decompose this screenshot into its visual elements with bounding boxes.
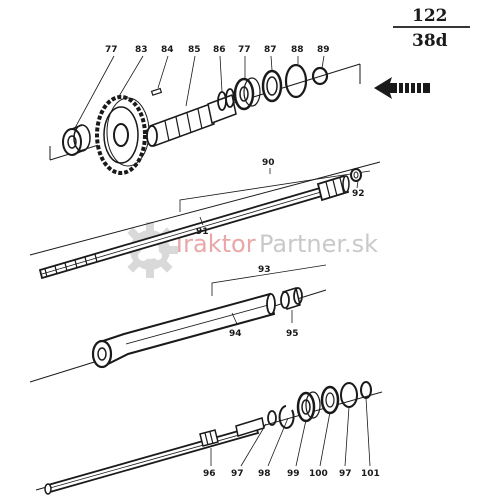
callout-77-right: 77 xyxy=(238,45,251,55)
row-gear-assembly xyxy=(49,63,361,175)
sleeve-95 xyxy=(280,287,303,310)
callout-101: 101 xyxy=(361,469,380,479)
shaft-96 xyxy=(44,417,265,495)
sleeve-86 xyxy=(207,88,237,125)
gear-83 xyxy=(95,95,150,175)
row-tube-93 xyxy=(29,264,327,383)
callout-88: 88 xyxy=(291,45,304,55)
leaders-row-1 xyxy=(74,55,325,129)
watermark: Traktor Partner.sk xyxy=(122,222,378,278)
callout-100: 100 xyxy=(309,469,328,479)
callout-86: 86 xyxy=(213,45,226,55)
ring-97-left xyxy=(267,410,277,426)
leaders-row-2 xyxy=(199,168,359,226)
callout-85: 85 xyxy=(188,45,201,55)
callout-77: 77 xyxy=(105,45,118,55)
callout-83: 83 xyxy=(135,45,148,55)
row-shaft-90 xyxy=(29,161,381,280)
ring-89 xyxy=(311,66,329,86)
ring-101 xyxy=(360,381,372,399)
callout-95: 95 xyxy=(286,329,299,339)
tube-94 xyxy=(91,292,276,369)
arrow-left-icon xyxy=(374,77,430,99)
callout-96: 96 xyxy=(203,469,216,479)
callout-87: 87 xyxy=(264,45,277,55)
circlip-98 xyxy=(278,405,295,429)
page-number: 122 xyxy=(412,6,448,26)
bearing-77-left xyxy=(62,124,91,156)
callout-89: 89 xyxy=(317,45,330,55)
key-84 xyxy=(150,87,163,96)
callout-84: 84 xyxy=(161,45,174,55)
bearing-77-right xyxy=(233,77,261,111)
nut-92 xyxy=(350,168,362,182)
callout-97-right: 97 xyxy=(339,469,352,479)
ring-100 xyxy=(320,385,340,415)
hub-85 xyxy=(146,102,215,148)
callout-99: 99 xyxy=(287,469,300,479)
ring-97-right xyxy=(340,382,358,408)
page-sheet: 38d xyxy=(412,31,448,51)
ring-87 xyxy=(261,69,283,103)
callout-98: 98 xyxy=(258,469,271,479)
watermark-brand-b: Partner.sk xyxy=(259,230,378,258)
callout-93: 93 xyxy=(258,265,271,275)
callout-91: 91 xyxy=(196,227,209,237)
leaders-row-4 xyxy=(210,397,371,467)
row-shaft-96 xyxy=(35,381,383,495)
callout-97: 97 xyxy=(231,469,244,479)
shaft-91 xyxy=(38,174,350,280)
callout-90: 90 xyxy=(262,158,275,168)
leaders-row-3 xyxy=(231,310,293,325)
bearing-99 xyxy=(296,391,321,423)
page-reference: 122 38d xyxy=(393,6,470,51)
ring-88 xyxy=(284,63,308,99)
callout-94: 94 xyxy=(229,329,242,339)
callout-92: 92 xyxy=(352,189,365,199)
